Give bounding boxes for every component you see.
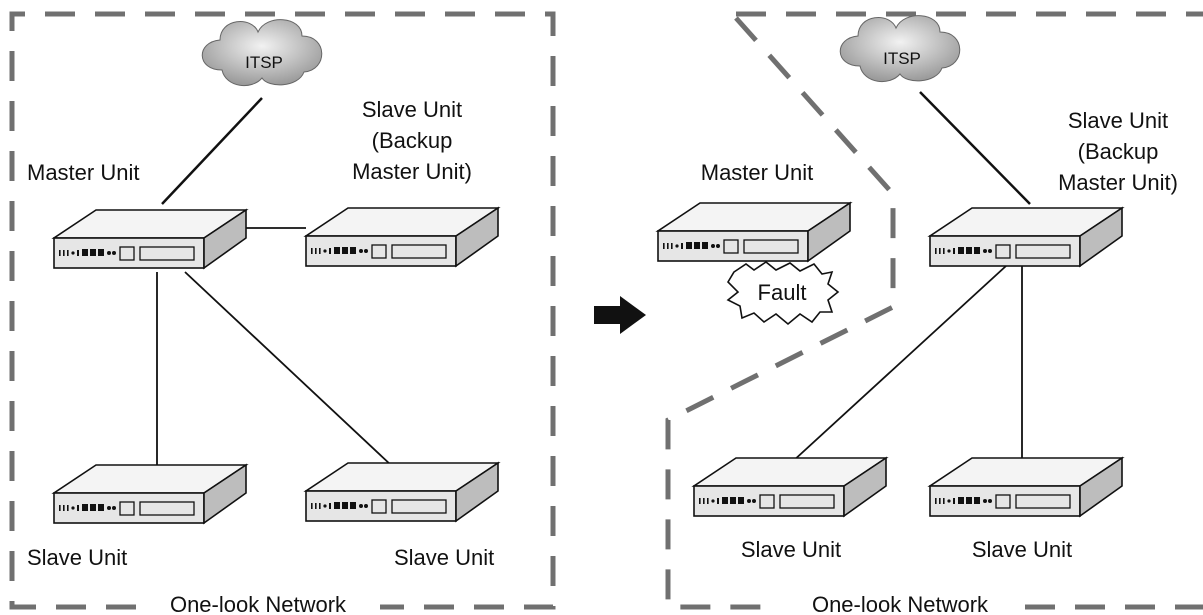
right-network-label: One-look Network	[812, 592, 989, 615]
left-connections	[156, 97, 393, 470]
fault-label: Fault	[758, 280, 807, 305]
left-network-boundary	[9, 11, 556, 610]
left-slave-label-2: Slave Unit	[394, 545, 494, 570]
fault-burst-icon	[726, 261, 840, 326]
left-link-master-slave2	[184, 271, 393, 467]
right-slave-unit-1-icon	[693, 457, 887, 517]
right-backup-unit-icon	[929, 207, 1123, 267]
right-backup-label-line1: Slave Unit	[1068, 108, 1168, 133]
right-master-label: Master Unit	[701, 160, 813, 185]
left-master-unit-icon	[53, 209, 247, 269]
left-link-itsp-master	[161, 97, 263, 205]
right-backup-label-line2: (Backup	[1078, 139, 1159, 164]
right-backup-label-line3: Master Unit)	[1058, 170, 1178, 195]
right-connections	[791, 91, 1031, 463]
left-backup-label-line2: (Backup	[372, 128, 453, 153]
right-slave-unit-2-icon	[929, 457, 1123, 517]
left-network-label: One-look Network	[170, 592, 347, 615]
left-slave-unit-1-icon	[53, 464, 247, 524]
right-link-backup-slave1	[791, 265, 1007, 463]
right-link-itsp-backup	[919, 91, 1031, 205]
left-backup-unit-icon	[305, 207, 499, 267]
left-backup-label-line3: Master Unit)	[352, 159, 472, 184]
left-backup-label-line1: Slave Unit	[362, 97, 462, 122]
right-slave-label-1: Slave Unit	[741, 537, 841, 562]
right-itsp-label: ITSP	[883, 49, 921, 68]
right-network-boundary	[665, 11, 1203, 610]
left-itsp-label: ITSP	[245, 53, 283, 72]
right-slave-label-2: Slave Unit	[972, 537, 1072, 562]
left-slave-label-1: Slave Unit	[27, 545, 127, 570]
transition-arrow-icon	[594, 296, 646, 334]
left-master-label: Master Unit	[27, 160, 139, 185]
right-master-unit-icon	[657, 202, 851, 262]
left-slave-unit-2-icon	[305, 462, 499, 522]
